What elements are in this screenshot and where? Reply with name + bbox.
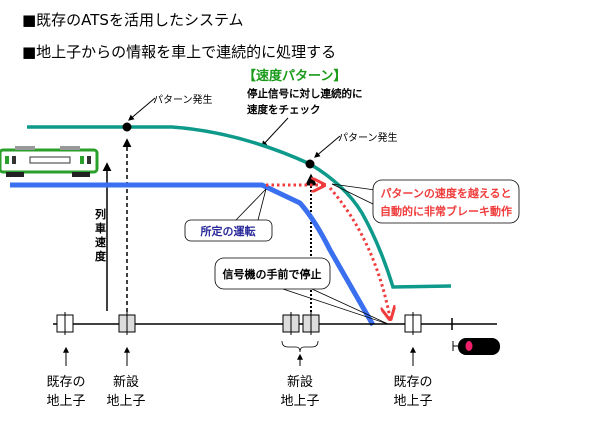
svg-text:地上子: 地上子 (46, 394, 85, 409)
svg-text:パターンの速度を越えると: パターンの速度を越えると (380, 186, 511, 200)
heading-line2: ■地上子からの情報を車上で連続的に処理する (22, 43, 336, 61)
svg-text:列: 列 (95, 207, 106, 221)
transponder-existing (56, 312, 74, 335)
train-icon (0, 146, 99, 177)
transponder-new (282, 312, 300, 335)
svg-text:信号機の手前で停止: 信号機の手前で停止 (223, 267, 322, 281)
svg-text:度: 度 (95, 249, 107, 263)
svg-text:地上子: 地上子 (106, 394, 145, 409)
pointer-arrow (314, 135, 341, 158)
svg-text:速: 速 (95, 235, 106, 249)
pattern-title: 【速度パターン】 (243, 68, 346, 84)
brake-arrow-curve (328, 187, 390, 318)
svg-text:車: 車 (95, 221, 106, 235)
pattern-pointer (261, 117, 289, 147)
svg-text:新設: 新設 (287, 374, 313, 390)
pattern-desc-line2: 速度をチェック (247, 103, 321, 116)
speed-pattern-curve (27, 125, 452, 289)
transponder-new (302, 312, 320, 335)
heading-line1: ■既存のATSを活用したシステム (22, 11, 244, 29)
transponder-existing (404, 312, 422, 335)
pattern-point-2 (305, 159, 315, 169)
brace (281, 340, 319, 353)
pattern-point-1 (122, 122, 132, 132)
svg-text:既存の: 既存の (46, 375, 85, 390)
callout-normal-run: 所定の運転 (184, 188, 273, 242)
svg-text:所定の運転: 所定の運転 (201, 224, 256, 238)
svg-text:自動的に非常ブレーキ動作: 自動的に非常ブレーキ動作 (380, 204, 512, 218)
svg-text:既存の: 既存の (393, 375, 432, 390)
pattern-desc-line1: 停止信号に対し連続的に (247, 87, 363, 100)
callout-stop-before-signal: 信号機の手前で停止 (214, 257, 389, 325)
pointer-arrow (128, 97, 156, 121)
transponder-new (118, 312, 136, 335)
pattern-generated-label-1: パターン発生 (153, 93, 213, 106)
callout-emergency-brake: パターンの速度を越えると 自動的に非常ブレーキ動作 (331, 179, 520, 224)
signal-icon (452, 338, 500, 355)
speed-axis-label: 列 車 速 度 (95, 207, 107, 263)
actual-run-curve (10, 182, 376, 327)
svg-text:地上子: 地上子 (280, 394, 319, 409)
svg-text:地上子: 地上子 (393, 394, 432, 409)
svg-text:新設: 新設 (113, 374, 139, 390)
pattern-generated-label-2: パターン発生 (338, 131, 398, 144)
